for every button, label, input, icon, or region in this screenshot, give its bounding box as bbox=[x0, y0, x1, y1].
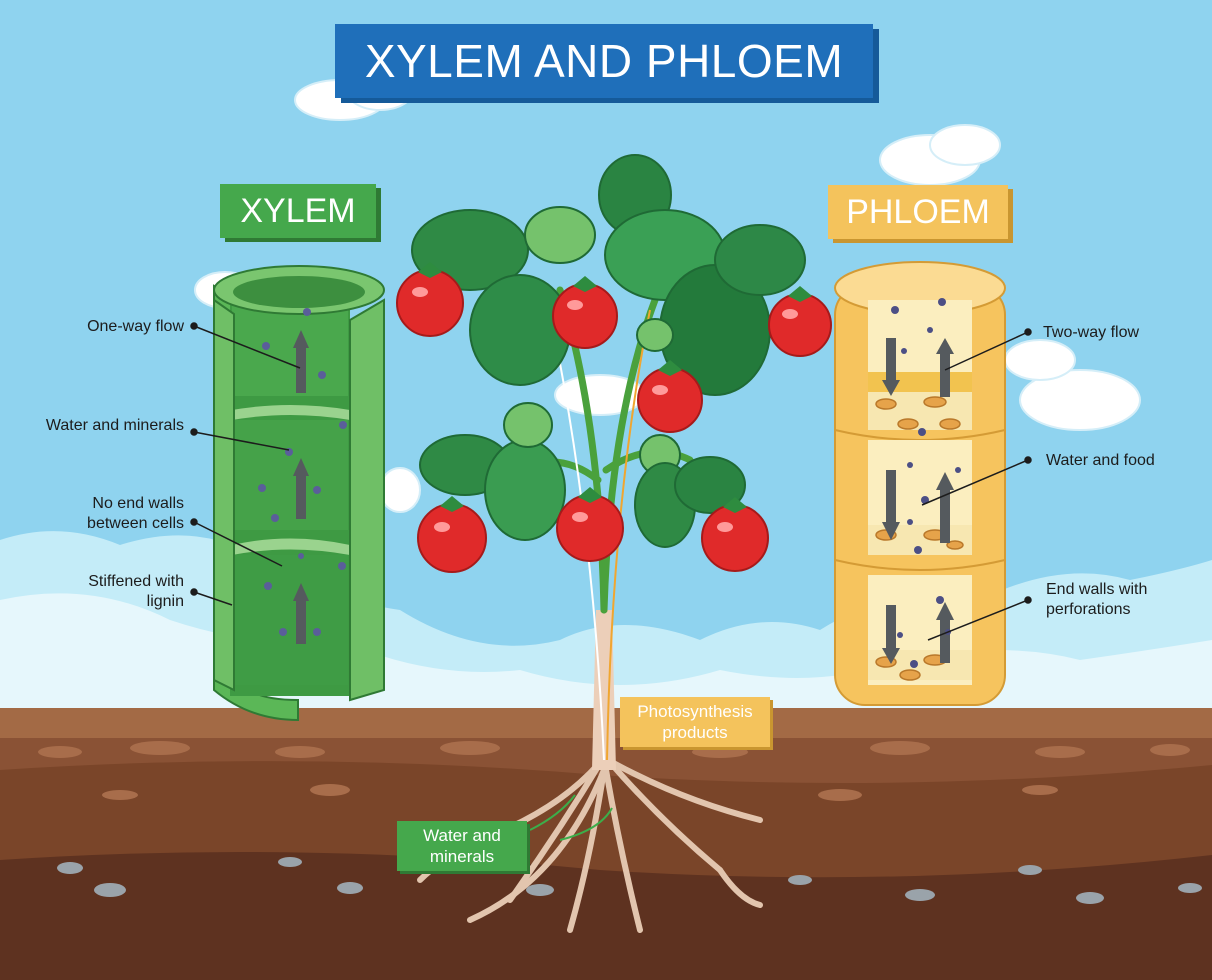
photosynthesis-products-tag: Photosynthesis products bbox=[620, 697, 770, 747]
xylem-upward-arrow bbox=[293, 330, 309, 644]
label-end-walls-line-1: End walls with bbox=[1046, 581, 1148, 598]
label-no-end-walls: No end walls between cells bbox=[20, 494, 184, 534]
label-no-end-walls-line-2: between cells bbox=[87, 515, 184, 532]
photosynthesis-products-line-2: products bbox=[662, 723, 728, 742]
label-stiffened-line-1: Stiffened with bbox=[88, 573, 184, 590]
food-particles bbox=[891, 298, 961, 668]
water-and-minerals-tag: Water and minerals bbox=[397, 821, 527, 871]
label-one-way-flow: One-way flow bbox=[87, 318, 184, 335]
water-and-minerals-line-2: minerals bbox=[429, 847, 495, 866]
label-stiffened-line-2: lignin bbox=[146, 593, 184, 610]
leader-lines bbox=[190, 322, 1032, 641]
diagram-title-text: XYLEM AND PHLOEM bbox=[364, 35, 844, 87]
photosynthesis-products-line-1: Photosynthesis bbox=[637, 702, 753, 721]
diagram-title: XYLEM AND PHLOEM bbox=[335, 24, 873, 98]
water-mineral-particles bbox=[258, 308, 347, 636]
phloem-vessel bbox=[834, 261, 1006, 706]
label-water-and-minerals: Water and minerals bbox=[45, 417, 184, 434]
xylem-vessel bbox=[213, 265, 385, 722]
phloem-heading: PHLOEM bbox=[828, 185, 1008, 239]
plant-roots bbox=[417, 757, 763, 933]
label-no-end-walls-line-1: No end walls bbox=[92, 495, 184, 512]
tomato-plant bbox=[396, 154, 832, 933]
phloem-two-way-arrow bbox=[882, 338, 954, 664]
label-end-walls-line-2: perforations bbox=[1046, 601, 1131, 618]
label-end-walls-with-perforations: End walls with perforations bbox=[1046, 580, 1206, 620]
water-and-minerals-line-1: Water and bbox=[423, 826, 501, 845]
label-water-and-food: Water and food bbox=[1046, 452, 1155, 469]
xylem-heading: XYLEM bbox=[220, 184, 376, 238]
label-stiffened-with-lignin: Stiffened with lignin bbox=[20, 572, 184, 612]
label-two-way-flow: Two-way flow bbox=[1043, 324, 1140, 341]
